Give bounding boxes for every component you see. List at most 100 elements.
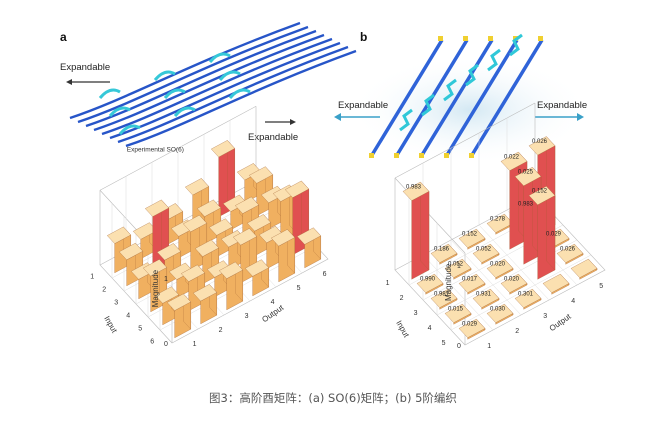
data-label: 0.015: [448, 306, 464, 312]
bar: [430, 288, 458, 310]
coupler-b: [399, 108, 413, 132]
coupler-a: [228, 88, 251, 99]
x-tick-label: 6: [323, 271, 327, 278]
bar: [244, 259, 270, 297]
x-tick-label: 4: [271, 299, 275, 306]
waveguide-a: [77, 25, 309, 124]
waveguide-a: [117, 45, 349, 144]
data-label: 0.020: [490, 261, 506, 267]
waveguide-b: [445, 39, 519, 156]
data-label: 0.025: [518, 170, 534, 176]
coupler-a: [98, 88, 121, 99]
x-tick-label: 5: [297, 285, 301, 292]
y-tick-label: 3: [114, 300, 118, 307]
bar: [444, 303, 472, 325]
chart-title: Experimental SO(6): [127, 146, 184, 153]
waveguide-a: [93, 33, 325, 132]
coupler-a: [163, 88, 186, 99]
panel-b-expand-left: Expandable: [338, 100, 389, 111]
x-tick-label: 1: [193, 341, 197, 348]
waveguide-end-b: [369, 153, 374, 158]
bar: [514, 288, 542, 310]
y-tick-label: 1: [386, 280, 390, 287]
figure-caption: 图3：高阶酉矩阵：(a) SO(6)矩阵；(b) 5阶编织: [209, 391, 457, 405]
bar: [486, 303, 514, 325]
y-tick-label: 3: [414, 310, 418, 317]
arrow-right-b: [535, 113, 584, 121]
data-label: 0.152: [462, 231, 478, 237]
waveguide-b: [420, 39, 494, 156]
panel-a-expand-left: Expandable: [60, 62, 111, 73]
z-tick-label: 0: [164, 341, 168, 348]
coupler-b: [509, 33, 523, 57]
x-tick-label: 3: [543, 313, 547, 320]
bar: [556, 243, 584, 265]
y-tick-label: 4: [428, 325, 432, 332]
bar: [570, 258, 598, 280]
bar: [296, 227, 322, 269]
waveguide-end-b: [419, 153, 424, 158]
waveguide-b: [470, 39, 544, 156]
data-labels: 0.9830.1860.1520.2780.9830.9900.0520.052…: [406, 139, 576, 328]
arrow-right-a: [265, 119, 296, 125]
bar: [458, 318, 486, 340]
coupler-a: [208, 52, 231, 63]
x-tick-label: 3: [245, 313, 249, 320]
waveguide-a: [101, 37, 333, 136]
x-tick-label: 1: [487, 343, 491, 350]
data-label: 0.029: [462, 321, 478, 327]
bar: [218, 261, 244, 311]
waveguide-a: [109, 41, 341, 140]
data-label: 0.020: [504, 276, 520, 282]
z-tick-label: 1: [457, 263, 461, 270]
waveguide-end-b: [394, 153, 399, 158]
bar: [416, 273, 444, 295]
bar: [458, 273, 486, 295]
data-label: 0.278: [490, 216, 506, 222]
data-label: 0.052: [448, 261, 464, 267]
bar: [528, 185, 556, 280]
panel-a-letter: a: [60, 30, 67, 44]
data-label: 0.186: [434, 246, 450, 252]
waveguide-end-b: [438, 36, 443, 41]
data-label: 0.026: [560, 246, 576, 252]
x-tick-label: 2: [515, 328, 519, 335]
z-tick-label: 1: [164, 276, 168, 283]
bar: [192, 283, 218, 325]
data-label: 0.981: [434, 291, 450, 297]
data-label: 0.022: [504, 154, 520, 160]
x-tick-label: 4: [571, 298, 575, 305]
waveguide-end-b: [469, 153, 474, 158]
y-tick-label: 6: [150, 339, 154, 346]
waveguide-b: [370, 39, 444, 156]
bar: [444, 258, 472, 280]
chart-bars: [106, 139, 322, 339]
x-axis-label: Output: [548, 312, 573, 334]
coupler-b: [465, 63, 479, 87]
y-tick-label: 1: [90, 274, 94, 281]
data-label: 0.017: [462, 276, 478, 282]
y-tick-label: 4: [126, 313, 130, 320]
waveguide-a: [69, 21, 301, 120]
y-tick-label: 5: [442, 340, 446, 347]
bar: [430, 243, 458, 265]
data-label: 0.983: [518, 201, 534, 207]
bar: [402, 181, 430, 280]
panel-b-letter: b: [360, 30, 368, 44]
coupler-a: [173, 106, 196, 117]
data-label: 0.052: [476, 246, 492, 252]
chart-bars: [402, 136, 598, 340]
data-label: 0.152: [532, 189, 548, 195]
y-axis-label: Input: [394, 319, 411, 340]
waveguide-end-b: [488, 36, 493, 41]
bar: [458, 228, 486, 250]
waveguide-a: [125, 49, 357, 148]
z-tick-label: 0: [457, 343, 461, 350]
data-label: 0.301: [518, 291, 534, 297]
coupler-a: [153, 70, 176, 81]
z-axis-label: Magnitude: [151, 269, 160, 307]
bar: [270, 228, 296, 283]
